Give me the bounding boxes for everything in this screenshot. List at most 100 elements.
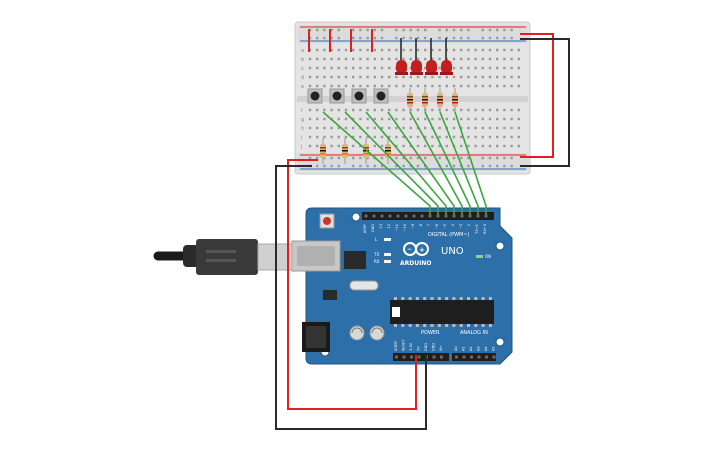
usb-cable[interactable] (153, 239, 293, 275)
digital-pin-label: 4 (451, 223, 455, 226)
power-header (393, 353, 449, 361)
led[interactable] (440, 60, 453, 75)
svg-text:−: − (407, 246, 412, 253)
5v-supply-wire[interactable] (287, 159, 417, 410)
pushbutton-group[interactable] (307, 88, 389, 104)
row-letter-g: g (301, 117, 304, 123)
power-label: POWER (421, 330, 440, 336)
signal-wires[interactable] (322, 111, 487, 215)
row-letters: a b c d e f g h i j (300, 48, 304, 150)
row-letter-f: f (301, 108, 303, 114)
pushbutton[interactable] (307, 88, 323, 104)
rx-led-label: RX (374, 259, 380, 264)
digital-pin-label: ~11 (395, 224, 399, 231)
digital-pin-label: ~5 (443, 224, 447, 229)
resistor[interactable] (422, 88, 428, 112)
led-rim (425, 72, 438, 75)
resistor[interactable] (407, 88, 413, 112)
board-model-text: UNO (441, 246, 464, 257)
pushbutton[interactable] (351, 88, 367, 104)
signal-wire[interactable] (344, 111, 439, 215)
microcontroller-chip (390, 300, 494, 324)
rx-led (384, 260, 391, 263)
row-letter-e: e (301, 84, 304, 90)
led-resistors[interactable] (407, 88, 458, 112)
resistor[interactable] (320, 138, 326, 164)
usb-strain-relief (183, 245, 199, 267)
usb-chip (344, 251, 366, 269)
power-pin-label: GND (424, 343, 428, 351)
resistor[interactable] (437, 88, 443, 112)
button-cap[interactable] (376, 91, 386, 101)
led-rim (395, 72, 408, 75)
svg-text:+: + (419, 246, 425, 254)
row-letter-a: a (301, 48, 304, 54)
button-cap[interactable] (310, 91, 320, 101)
digital-header (362, 212, 494, 220)
top-power-rail (297, 25, 528, 43)
led-body (441, 60, 452, 74)
led-body (426, 60, 437, 74)
digital-pin-label: ~10 (403, 224, 407, 231)
led-group[interactable] (395, 60, 453, 75)
digital-pin-label: 12 (387, 224, 391, 228)
led[interactable] (425, 60, 438, 75)
analog-pin-label: A1 (462, 346, 466, 351)
led[interactable] (410, 60, 423, 75)
power-pin-label: Vin (439, 345, 443, 351)
voltage-regulator (323, 290, 337, 300)
led-rim (410, 72, 423, 75)
reset-button[interactable] (323, 217, 331, 225)
row-letter-d: d (301, 75, 304, 81)
signal-wire[interactable] (454, 111, 487, 215)
digital-pin-label: GND (371, 224, 375, 232)
led[interactable] (395, 60, 408, 75)
resistor[interactable] (342, 138, 348, 164)
pushbutton[interactable] (373, 88, 389, 104)
row-letter-i: i (301, 135, 302, 141)
button-cap[interactable] (332, 91, 342, 101)
chip-pins (394, 297, 492, 327)
tx-led-label: TX (373, 252, 379, 257)
led-ground-wires[interactable] (400, 38, 447, 62)
analog-header (452, 353, 496, 361)
l-led (384, 238, 391, 241)
arduino-logo-text: ARDUINO (400, 260, 431, 267)
button-power-wires[interactable] (308, 29, 373, 52)
resistor[interactable] (452, 88, 458, 112)
mounting-hole (351, 212, 361, 222)
digital-label: DIGITAL (PWM~) (428, 232, 470, 238)
signal-wire[interactable] (365, 111, 447, 215)
crystal-oscillator (349, 280, 379, 291)
l-led-label: L (375, 237, 378, 242)
rail-bridge-positive-wire[interactable] (520, 33, 554, 158)
power-pin-label: 5V (417, 346, 421, 351)
signal-wire[interactable] (439, 111, 479, 215)
board-pcb (305, 207, 513, 365)
led-body (411, 60, 422, 74)
power-pin-label: 3.3V (409, 342, 413, 351)
signal-wire[interactable] (424, 111, 471, 215)
arduino-logo: − + (403, 242, 429, 256)
digital-header-pins (364, 214, 488, 218)
signal-wire[interactable] (322, 111, 431, 215)
rail-bridge-ground-wire[interactable] (520, 38, 570, 167)
button-cap[interactable] (354, 91, 364, 101)
usb-plug-housing (196, 239, 258, 275)
signal-wire[interactable] (409, 111, 463, 215)
signal-wire[interactable] (387, 111, 455, 215)
power-pin-label: GND (432, 343, 436, 351)
pushbutton[interactable] (329, 88, 345, 104)
power-pin-label: IOREF (394, 341, 398, 351)
analog-pin-label: A5 (492, 346, 496, 351)
digital-pin-label: ~3 (459, 224, 463, 229)
analog-pin-label: A3 (477, 346, 481, 351)
ground-supply-wire[interactable] (275, 165, 427, 430)
digital-pin-label: RX←0 (483, 224, 487, 234)
